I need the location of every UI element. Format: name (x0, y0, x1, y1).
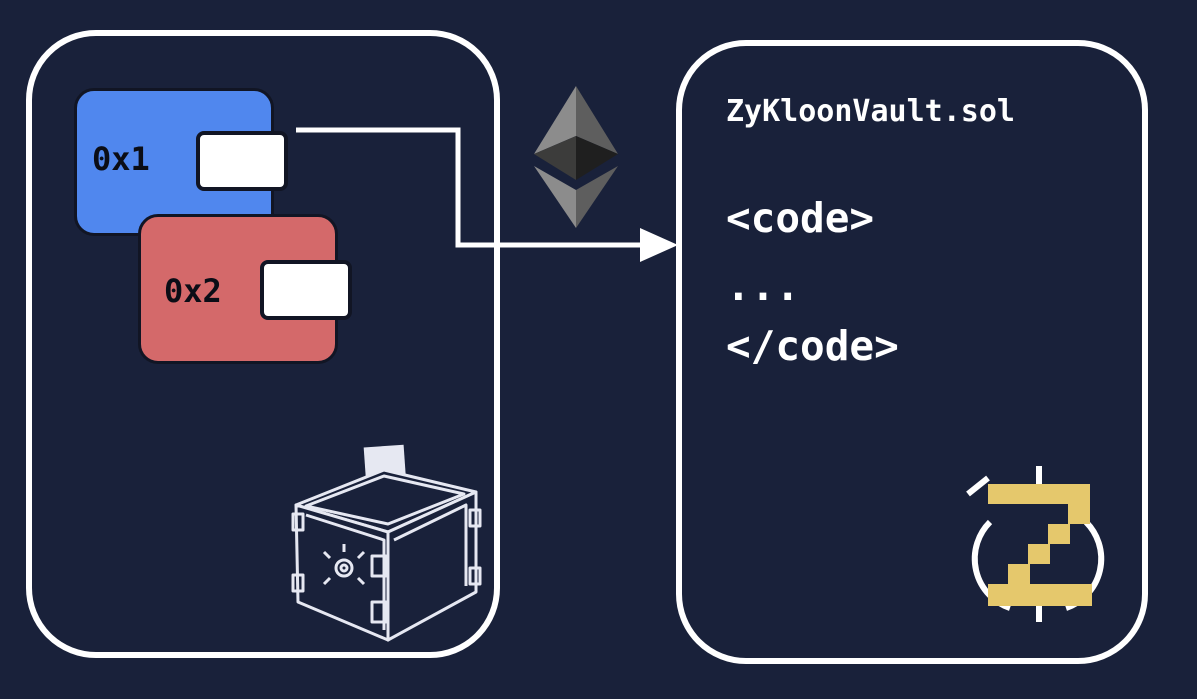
contract-panel (676, 40, 1148, 664)
wallet-group-panel (26, 30, 500, 658)
wallet-0x1-clasp (196, 131, 288, 191)
ballot-box-icon (291, 444, 482, 642)
code-close-tag: </code> (726, 322, 899, 370)
transaction-arrow (296, 127, 678, 262)
contract-filename: ZyKloonVault.sol (726, 94, 1015, 129)
wallet-0x2-clasp (260, 260, 352, 320)
ethereum-icon (534, 86, 618, 228)
code-body-ellipsis: ... (726, 262, 801, 310)
wallet-0x2-label: 0x2 (164, 272, 222, 310)
code-open-tag: <code> (726, 194, 875, 242)
wallet-0x1-label: 0x1 (92, 140, 150, 178)
zykloon-logo-icon (966, 466, 1105, 622)
